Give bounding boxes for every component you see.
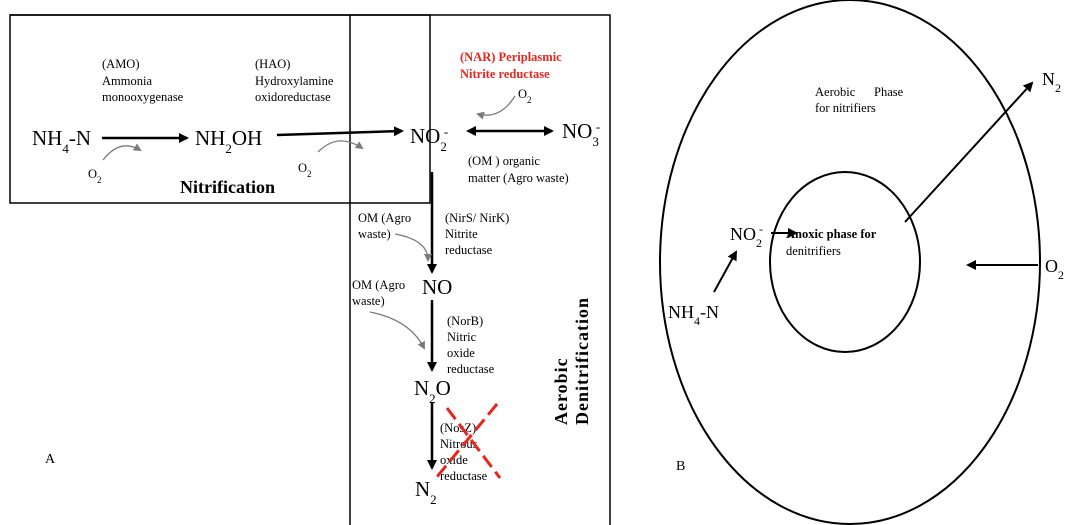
nor-label-4: reductase <box>447 362 495 376</box>
amo-label-3: monooxygenase <box>102 90 184 104</box>
no2-species: NO2- <box>410 124 448 154</box>
b-nh4n-species: NH4-N <box>668 302 719 328</box>
anoxic-phase-line1: Anoxic phase for <box>786 227 877 241</box>
no3-species: NO3- <box>562 119 600 149</box>
nor-label-2: Nitric <box>447 330 477 344</box>
nar-label-1: (NAR) Periplasmic <box>460 50 562 64</box>
om-agro-2-line1: OM (Agro <box>352 278 405 292</box>
no-species: NO <box>422 275 452 299</box>
curve-arrow-om-1 <box>394 233 432 262</box>
o2-label-nar: O2 <box>518 87 532 105</box>
red-cross-line-1 <box>445 407 502 479</box>
arrow-nh2oh-to-no2 <box>276 126 404 137</box>
nos-label-4: reductase <box>440 469 488 483</box>
om-agro-2-line2: waste) <box>352 294 385 308</box>
om-label-2: matter (Agro waste) <box>468 171 569 185</box>
inner-ellipse <box>769 171 921 353</box>
panel-b: Aerobic Phase for nitrifiers Anoxic phas… <box>659 0 1064 525</box>
om-agro-1-line1: OM (Agro <box>358 211 411 225</box>
nitrification-label: Nitrification <box>180 177 275 197</box>
b-n2-species: N2 <box>1042 69 1061 95</box>
arrow-b-nh4-to-no2 <box>713 250 737 293</box>
anoxic-phase-line2: denitrifiers <box>786 244 841 258</box>
denitrification-label: Denitrification <box>572 297 592 425</box>
curve-arrow-hao <box>317 140 364 153</box>
o2-label-hao: O2 <box>298 161 312 179</box>
b-no2-species: NO2- <box>730 222 763 250</box>
curve-arrow-amo <box>102 143 142 161</box>
nor-label-1: (NorB) <box>447 314 483 328</box>
n2-species: N2 <box>415 477 437 507</box>
nos-label-1: (NosZ) <box>440 421 476 435</box>
nor-label-3: oxide <box>447 346 475 360</box>
amo-label-2: Ammonia <box>102 74 152 88</box>
arrow-head-left <box>466 126 476 136</box>
hao-label-3: oxidoreductase <box>255 90 331 104</box>
curve-arrow-nar <box>476 95 516 120</box>
nar-label-2: Nitrite reductase <box>460 67 550 81</box>
b-o2-species: O2 <box>1045 256 1064 282</box>
hao-label-2: Hydroxylamine <box>255 74 334 88</box>
aerobic-phase-line1: Aerobic Phase <box>815 85 904 99</box>
n2o-species: N2O <box>414 376 451 406</box>
nir-label-3: reductase <box>445 243 493 257</box>
nos-label-3: oxide <box>440 453 468 467</box>
nir-label-1: (NirS/ NirK) <box>445 211 509 225</box>
amo-label-1: (AMO) <box>102 57 140 71</box>
nos-label-2: Nitrous <box>440 437 478 451</box>
nh4n-species: NH4-N <box>32 126 91 156</box>
aerobic-phase-line2: for nitrifiers <box>815 101 876 115</box>
panel-b-letter: B <box>676 459 685 474</box>
nitrification-box <box>9 14 431 204</box>
hao-label-1: (HAO) <box>255 57 290 71</box>
nh2oh-species: NH2OH <box>195 126 262 156</box>
outer-ellipse <box>659 0 1041 525</box>
red-cross-line-2 <box>434 403 499 479</box>
arrow-b-to-n2 <box>904 81 1034 223</box>
curve-arrow-om-2 <box>369 311 425 350</box>
o2-label-amo: O2 <box>88 167 102 185</box>
om-label-1: (OM ) organic <box>468 154 540 168</box>
nir-label-2: Nitrite <box>445 227 478 241</box>
panel-a-letter: A <box>45 452 56 467</box>
om-agro-1-line2: waste) <box>358 227 391 241</box>
panel-a: (AMO) Ammonia monooxygenase (HAO) Hydrox… <box>9 14 611 525</box>
aerobic-label: Aerobic <box>551 357 571 425</box>
